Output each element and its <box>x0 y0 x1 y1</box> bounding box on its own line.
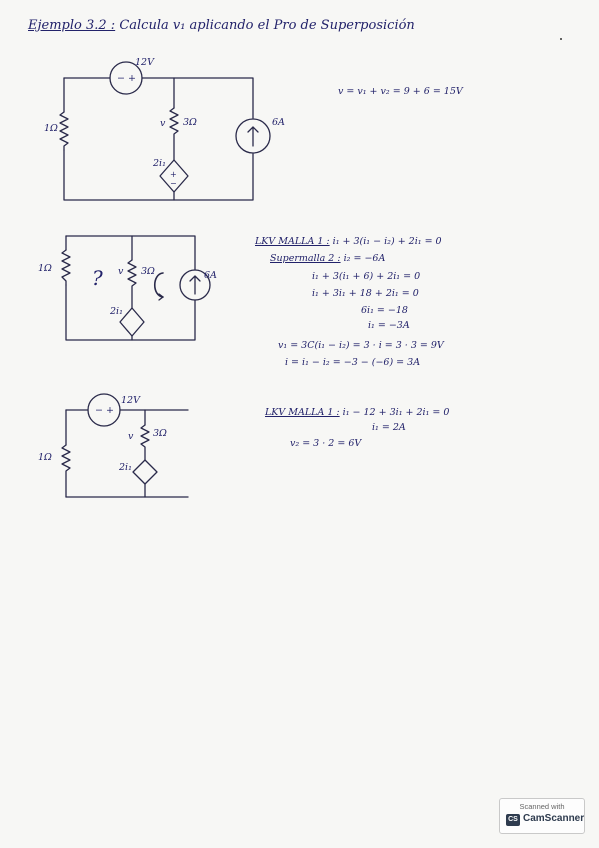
c3-dep: 2i₁ <box>119 462 132 473</box>
title-heading: Ejemplo 3.2 : <box>28 18 116 33</box>
b2-super-label: Supermalla 2 : <box>270 253 341 264</box>
c2-vlabel: v <box>118 266 124 277</box>
c2-source-i: 6A <box>204 270 217 281</box>
c1-dep-sign: +− <box>170 170 177 188</box>
c3-vlabel: v <box>128 431 134 442</box>
watermark-top: Scanned with <box>519 802 565 811</box>
b2-lkv: LKV MALLA 1 : i₁ + 3(i₁ − i₂) + 2i₁ = 0 <box>255 236 442 247</box>
b3-lkv-label: LKV MALLA 1 : <box>265 407 340 418</box>
c1-source-i: 6A <box>272 117 285 128</box>
circuit-1 <box>59 61 271 201</box>
b2-line2: i₁ + 3i₁ + 18 + 2i₁ = 0 <box>312 288 419 299</box>
c2-mesh1: ? <box>92 266 103 290</box>
b3-line2: v₂ = 3 · 2 = 6V <box>290 438 362 449</box>
circuit-3 <box>61 393 189 498</box>
b2-line4: i₁ = −3A <box>368 320 410 331</box>
b2-super: Supermalla 2 : i₂ = −6A <box>270 253 385 264</box>
c2-r2: 3Ω <box>141 266 155 277</box>
c3-source-sign: − + <box>95 405 114 416</box>
circuit-2 <box>61 235 211 341</box>
c3-r2: 3Ω <box>153 428 167 439</box>
b2-line6: i = i₁ − i₂ = −3 − (−6) = 3A <box>285 357 421 368</box>
c3-source-v: 12V <box>121 395 140 406</box>
b2-lkv-label: LKV MALLA 1 : <box>255 236 330 247</box>
c1-dep: 2i₁ <box>153 158 166 169</box>
page-title: Ejemplo 3.2 : Calcula v₁ aplicando el Pr… <box>28 18 415 33</box>
c2-dep: 2i₁ <box>110 306 123 317</box>
camscanner-watermark: Scanned with CS CamScanner <box>499 798 585 834</box>
b2-line3: 6i₁ = −18 <box>361 305 408 316</box>
eq-total: v = v₁ + v₂ = 9 + 6 = 15V <box>338 86 463 97</box>
b2-super-eq: i₂ = −6A <box>343 253 386 264</box>
c2-r1: 1Ω <box>38 263 52 274</box>
c1-source-sign: − + <box>117 73 136 84</box>
b3-lkv-eq: i₁ − 12 + 3i₁ + 2i₁ = 0 <box>342 407 450 418</box>
c1-r1: 1Ω <box>44 123 58 134</box>
watermark-name: CamScanner <box>523 813 585 824</box>
c1-vlabel: v <box>160 118 166 129</box>
c1-source-v: 12V <box>135 57 154 68</box>
b2-lkv-eq: i₁ + 3(i₁ − i₂) + 2i₁ = 0 <box>332 236 442 247</box>
b3-lkv: LKV MALLA 1 : i₁ − 12 + 3i₁ + 2i₁ = 0 <box>265 407 449 418</box>
c3-r1: 1Ω <box>38 452 52 463</box>
speck <box>560 38 562 40</box>
camscanner-logo-icon: CS <box>506 814 520 826</box>
b2-line5: v₁ = 3C(i₁ − i₂) = 3 · i = 3 · 3 = 9V <box>278 340 444 351</box>
b3-line1: i₁ = 2A <box>372 422 406 433</box>
c1-r2: 3Ω <box>183 117 197 128</box>
b2-line1: i₁ + 3(i₁ + 6) + 2i₁ = 0 <box>312 271 421 282</box>
title-rest: Calcula v₁ aplicando el Pro de Superposi… <box>119 18 415 33</box>
